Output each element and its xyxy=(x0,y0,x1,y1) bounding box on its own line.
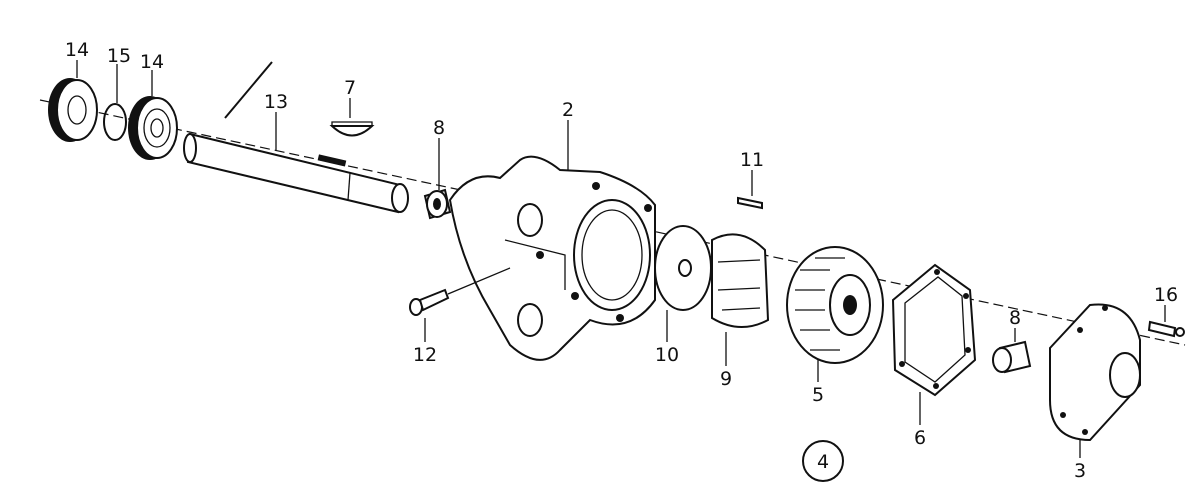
callout-8-left: 8 xyxy=(433,117,445,139)
callout-10: 10 xyxy=(655,344,679,366)
figure-number: 4 xyxy=(817,451,829,473)
part-10-wear-plate xyxy=(654,225,712,311)
callout-5: 5 xyxy=(812,384,824,406)
part-8-bush-right xyxy=(992,340,1032,374)
part-6-gasket xyxy=(891,263,977,397)
part-3-end-cover xyxy=(1049,303,1141,442)
part-12-screw xyxy=(409,267,511,316)
part-14-oil-seal-left xyxy=(48,78,98,142)
callout-3: 3 xyxy=(1074,460,1086,482)
callout-8-right: 8 xyxy=(1009,307,1021,329)
part-5-impeller xyxy=(786,246,884,364)
part-8-bush-left xyxy=(423,188,452,220)
callout-7: 7 xyxy=(344,77,356,99)
part-11-pin xyxy=(737,196,763,210)
part-2-pump-housing xyxy=(448,155,656,361)
part-16-bolt xyxy=(1147,320,1185,338)
part-7-key xyxy=(329,121,375,137)
callout-15: 15 xyxy=(107,45,131,67)
figure-number-badge: 4 xyxy=(802,440,844,482)
callout-2: 2 xyxy=(562,99,574,121)
callout-12: 12 xyxy=(413,344,437,366)
callout-14-right: 14 xyxy=(140,51,164,73)
callout-9: 9 xyxy=(720,368,732,390)
callout-13: 13 xyxy=(264,91,288,113)
leader-lines xyxy=(76,60,1166,458)
part-9-cam xyxy=(711,233,770,328)
part-14-oil-seal-right xyxy=(128,96,178,160)
callout-14-left: 14 xyxy=(65,39,89,61)
part-15-o-ring xyxy=(103,103,127,141)
part-13-shaft xyxy=(183,61,409,214)
callout-6: 6 xyxy=(914,427,926,449)
callout-16: 16 xyxy=(1154,284,1178,306)
callout-11: 11 xyxy=(740,149,764,171)
